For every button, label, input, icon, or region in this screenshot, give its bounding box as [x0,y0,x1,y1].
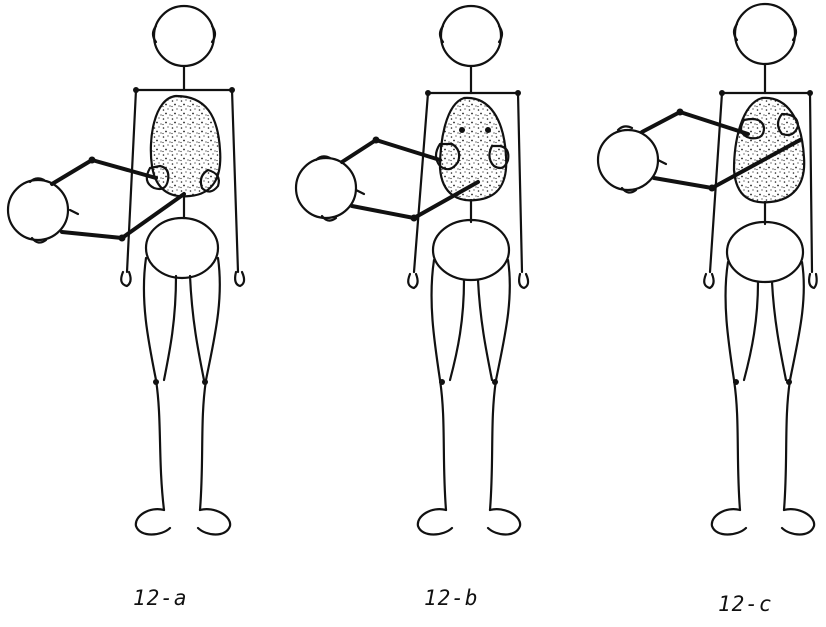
caption-12-b: 12-b [424,586,479,610]
panel-b [296,6,528,535]
panel-c [598,4,817,535]
caption-12-a: 12-a [133,586,188,610]
panel-a [8,6,244,535]
adult-figure-b [408,6,528,535]
adult-figure-c [704,4,816,535]
adult-figure-a [121,6,244,535]
caption-12-c: 12-c [718,592,773,616]
